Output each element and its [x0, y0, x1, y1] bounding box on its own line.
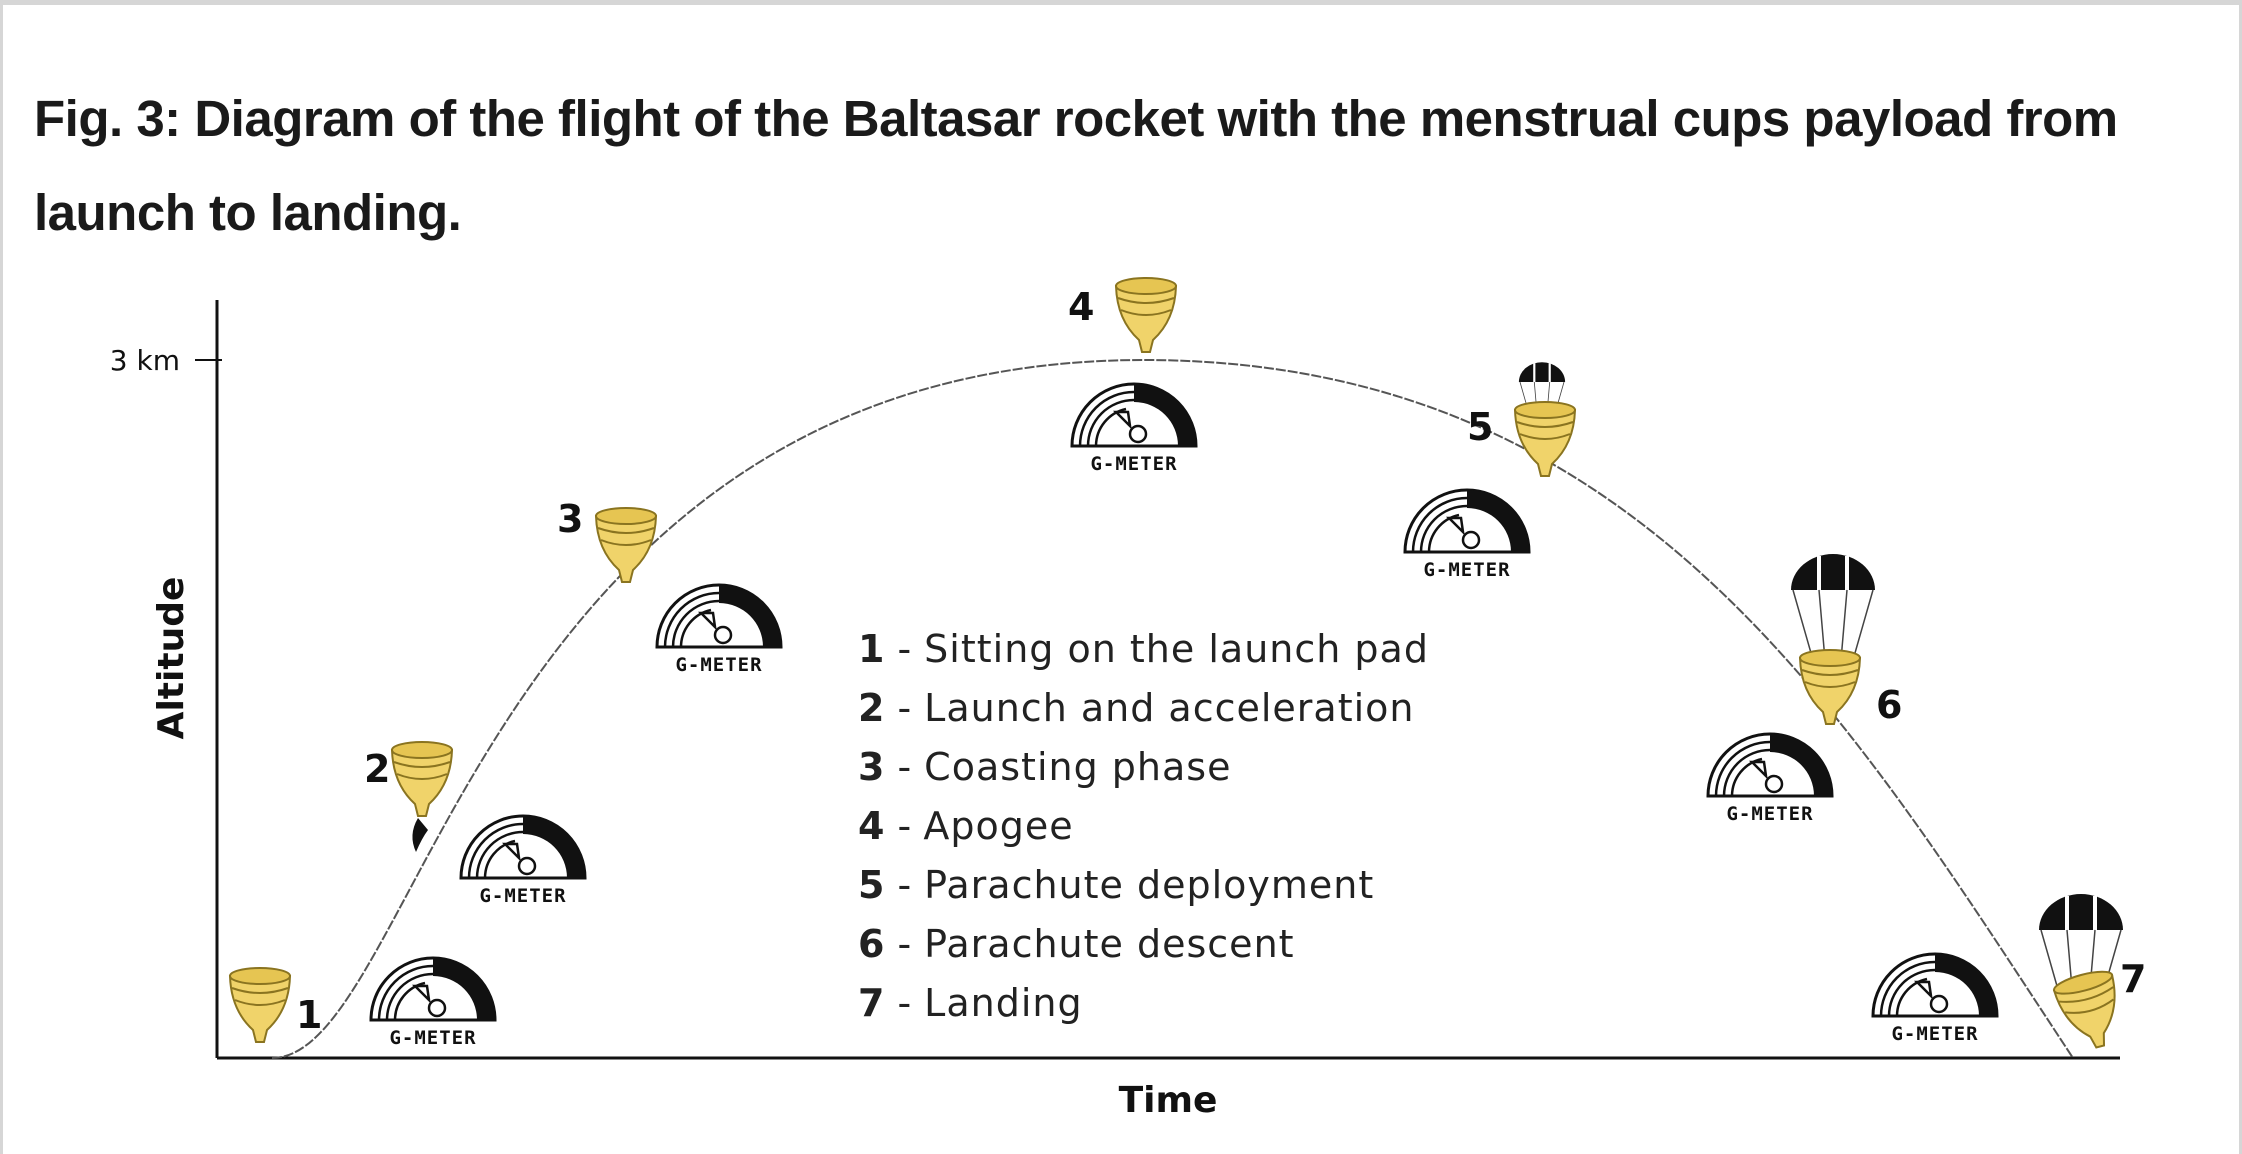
gmeter-icon-stage-7	[1871, 952, 1999, 1018]
cup-icon-stage-5	[1514, 401, 1576, 477]
cup-icon-stage-3	[595, 507, 657, 583]
legend-item-2: 2-Launch and acceleration	[858, 686, 1415, 730]
gmeter-icon-stage-3	[655, 583, 783, 649]
stage-marker-4: 4	[1068, 285, 1094, 329]
gmeter-icon-stage-2	[459, 814, 587, 880]
gmeter-icon-stage-5	[1403, 488, 1531, 554]
y-tick-label: 3 km	[110, 344, 180, 377]
flame-icon	[412, 818, 428, 852]
gmeter-icon-stage-6	[1706, 732, 1834, 798]
stage-marker-5: 5	[1467, 405, 1493, 449]
legend-item-5: 5-Parachute deployment	[858, 863, 1374, 907]
gmeter-label-2: G-METER	[479, 885, 566, 907]
gmeter-icon-stage-1	[369, 956, 497, 1022]
y-axis-label: Altitude	[151, 577, 192, 740]
legend-item-6: 6-Parachute descent	[858, 922, 1295, 966]
stage-legend: 1-Sitting on the launch pad 2-Launch and…	[858, 627, 1429, 1025]
x-axis-label: Time	[1119, 1080, 1218, 1121]
left-border	[0, 0, 3, 1154]
top-border	[0, 0, 2242, 5]
figure-caption: Fig. 3: Diagram of the flight of the Bal…	[34, 90, 2118, 241]
parachute-icon	[1789, 552, 1877, 662]
right-border	[2239, 0, 2242, 1154]
cup-icon-stage-7	[2051, 966, 2131, 1056]
legend-item-7: 7-Landing	[858, 981, 1083, 1025]
gmeter-label-1: G-METER	[389, 1027, 476, 1049]
gmeter-label-5: G-METER	[1423, 559, 1510, 581]
stage-marker-3: 3	[557, 497, 583, 541]
legend-item-4: 4-Apogee	[858, 804, 1074, 848]
legend-item-3: 3-Coasting phase	[858, 745, 1231, 789]
stage-marker-6: 6	[1876, 683, 1902, 727]
gmeter-icon-stage-4	[1070, 382, 1198, 448]
cup-icon-stage-1	[229, 967, 291, 1043]
flight-trajectory	[271, 358, 2074, 1059]
gmeter-label-4: G-METER	[1090, 453, 1177, 475]
gmeter-label-3: G-METER	[675, 654, 762, 676]
gmeter-label-6: G-METER	[1726, 803, 1813, 825]
cup-icon-stage-4	[1115, 277, 1177, 353]
cup-icon-stage-6	[1799, 649, 1861, 725]
legend-item-1: 1-Sitting on the launch pad	[858, 627, 1429, 671]
cup-icon-stage-2	[391, 741, 453, 817]
stage-marker-2: 2	[364, 747, 390, 791]
gmeter-label-7: G-METER	[1891, 1023, 1978, 1045]
stage-marker-7: 7	[2120, 957, 2146, 1001]
stage-marker-1: 1	[296, 993, 322, 1037]
